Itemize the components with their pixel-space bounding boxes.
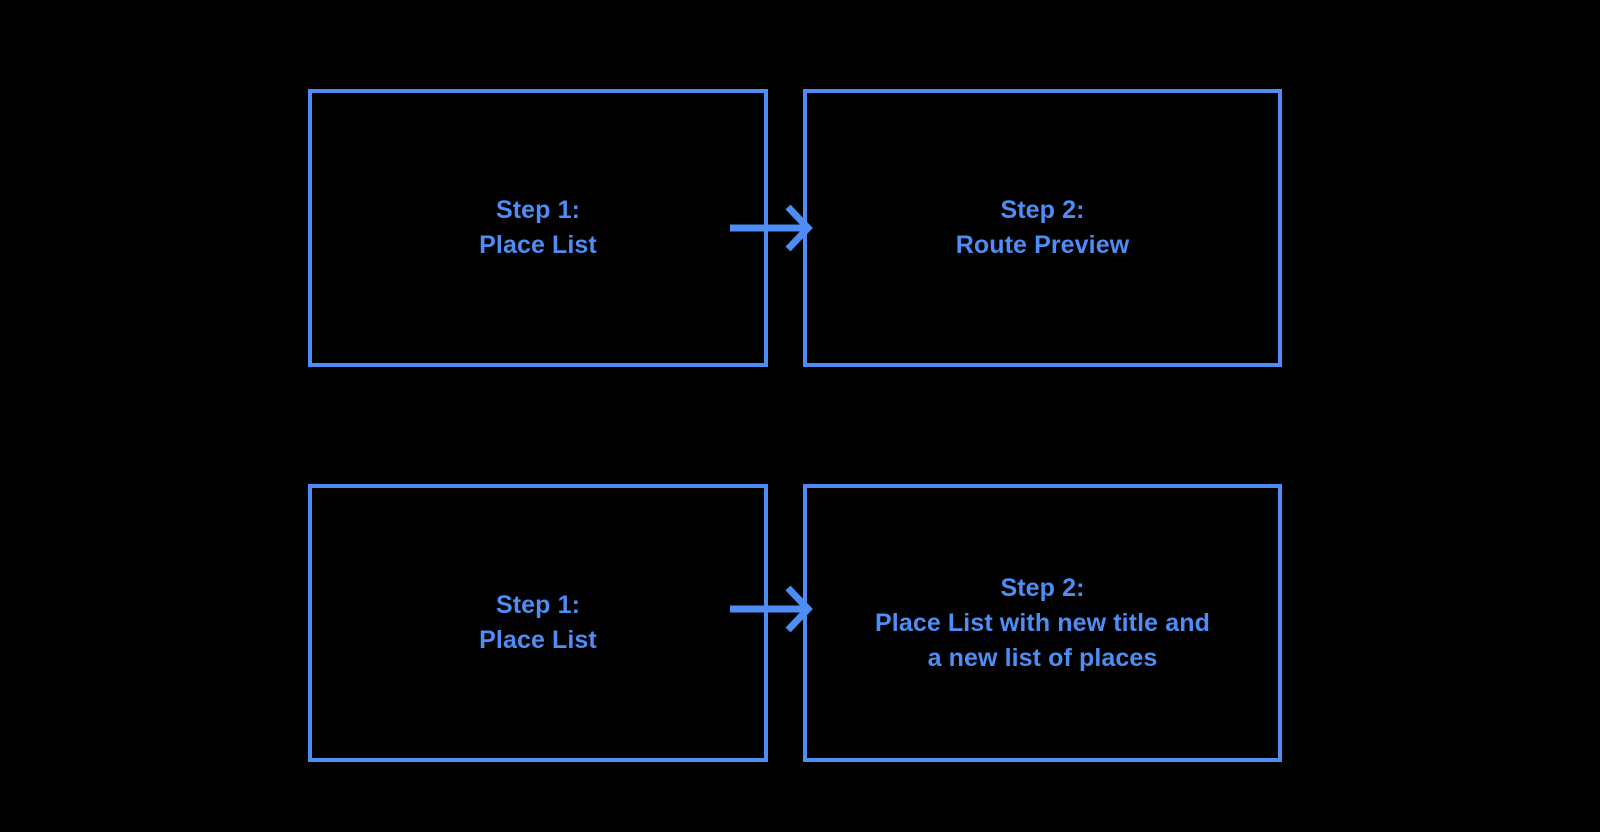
flow-row-new-place-list: Step 1: Place List Step 2: Place List wi… — [0, 484, 1600, 762]
step-box-label: Step 2: Place List with new title and a … — [875, 573, 1210, 672]
step-box-place-list[interactable]: Step 1: Place List — [308, 89, 768, 367]
step-box-label: Step 2: Route Preview — [955, 196, 1130, 259]
step-box-label: Step 1: Place List — [479, 591, 597, 654]
step-box-place-list[interactable]: Step 1: Place List — [308, 484, 768, 762]
step-box-label: Step 1: Place List — [479, 196, 597, 259]
step-box-route-preview[interactable]: Step 2: Route Preview — [803, 89, 1282, 367]
flow-row-route-preview: Step 1: Place List Step 2: Route Preview — [0, 89, 1600, 367]
step-box-new-place-list[interactable]: Step 2: Place List with new title and a … — [803, 484, 1282, 762]
